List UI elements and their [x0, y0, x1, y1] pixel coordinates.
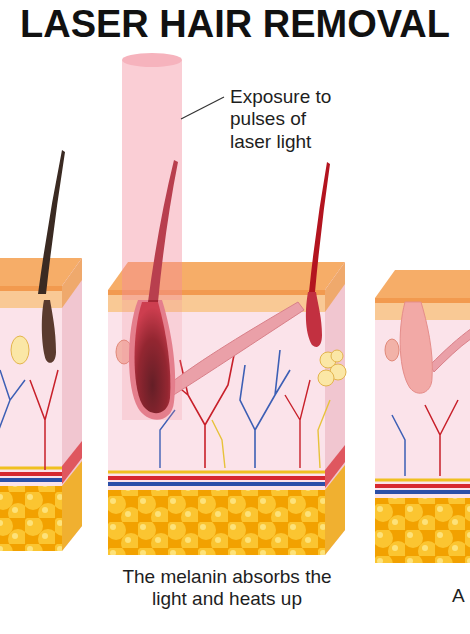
sebaceous-gland	[385, 339, 399, 361]
label-text: A	[452, 585, 466, 607]
artery-branch	[285, 380, 310, 468]
sebaceous-gland	[318, 350, 346, 386]
laser-beam	[122, 60, 182, 300]
dark-hair	[38, 150, 65, 294]
laser-beam-top	[122, 53, 182, 67]
label-text: Exposure to pulses of laser light	[230, 86, 334, 153]
nerve-branch	[318, 400, 330, 468]
leader-line	[181, 97, 224, 119]
vein-branch	[392, 415, 405, 476]
sebaceous-gland	[11, 336, 29, 364]
skin-block-right	[375, 270, 470, 563]
vein-branch	[240, 350, 290, 468]
middle-details	[116, 53, 346, 468]
nerve-branch	[212, 420, 225, 468]
artery-branch	[425, 400, 458, 476]
muscle	[168, 302, 304, 396]
left-details	[0, 150, 65, 470]
right-details	[385, 302, 470, 476]
muscle	[430, 328, 470, 372]
caption-text: The melanin absorbs the light and heats …	[109, 566, 345, 611]
red-hair	[309, 162, 330, 292]
skin-block-middle	[108, 262, 345, 555]
empty-follicle	[400, 302, 432, 393]
artery-branch	[30, 370, 58, 470]
follicle	[306, 292, 322, 347]
title: LASER HAIR REMOVAL	[20, 4, 450, 46]
skin-block-left	[0, 258, 82, 551]
laser-beam-in-skin	[122, 300, 182, 420]
vein-branch	[0, 370, 25, 440]
follicle	[42, 300, 56, 363]
